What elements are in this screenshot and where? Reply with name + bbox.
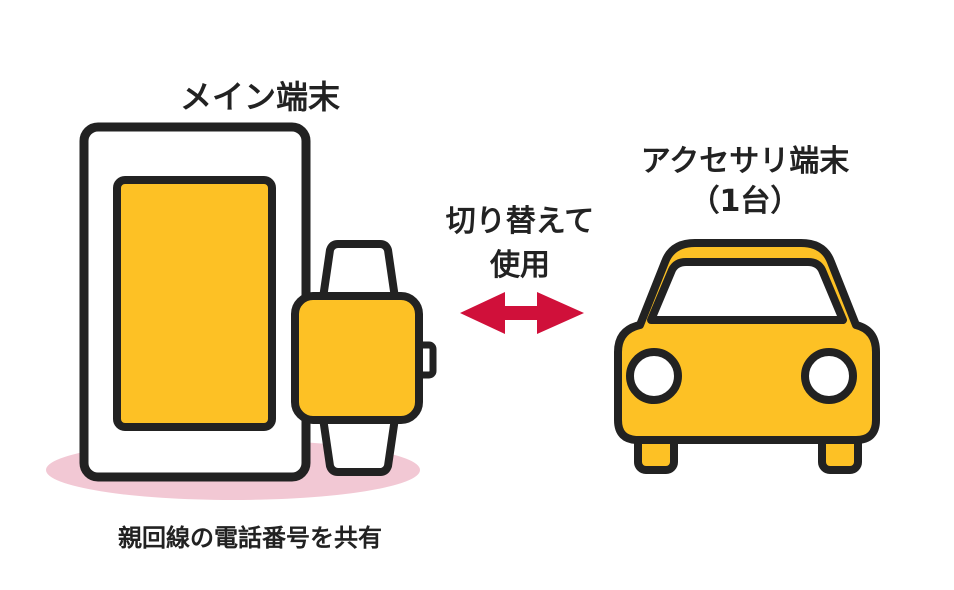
switch-usage-line2: 使用	[490, 248, 550, 283]
accessory-device-title: アクセサリ端末	[640, 144, 850, 179]
switch-usage-line1: 切り替えて	[445, 204, 595, 239]
accessory-device-label: アクセサリ端末 （1台）	[610, 142, 880, 222]
switch-usage-label: 切り替えて 使用	[410, 200, 630, 288]
switch-arrow-icon	[460, 292, 584, 334]
smartphone-icon	[79, 122, 311, 482]
main-device-label: メイン端末	[179, 78, 340, 116]
smartwatch-icon	[291, 240, 437, 476]
accessory-device-count: （1台）	[689, 184, 801, 219]
share-number-caption: 親回線の電話番号を共有	[118, 524, 382, 552]
car-icon	[614, 239, 880, 474]
